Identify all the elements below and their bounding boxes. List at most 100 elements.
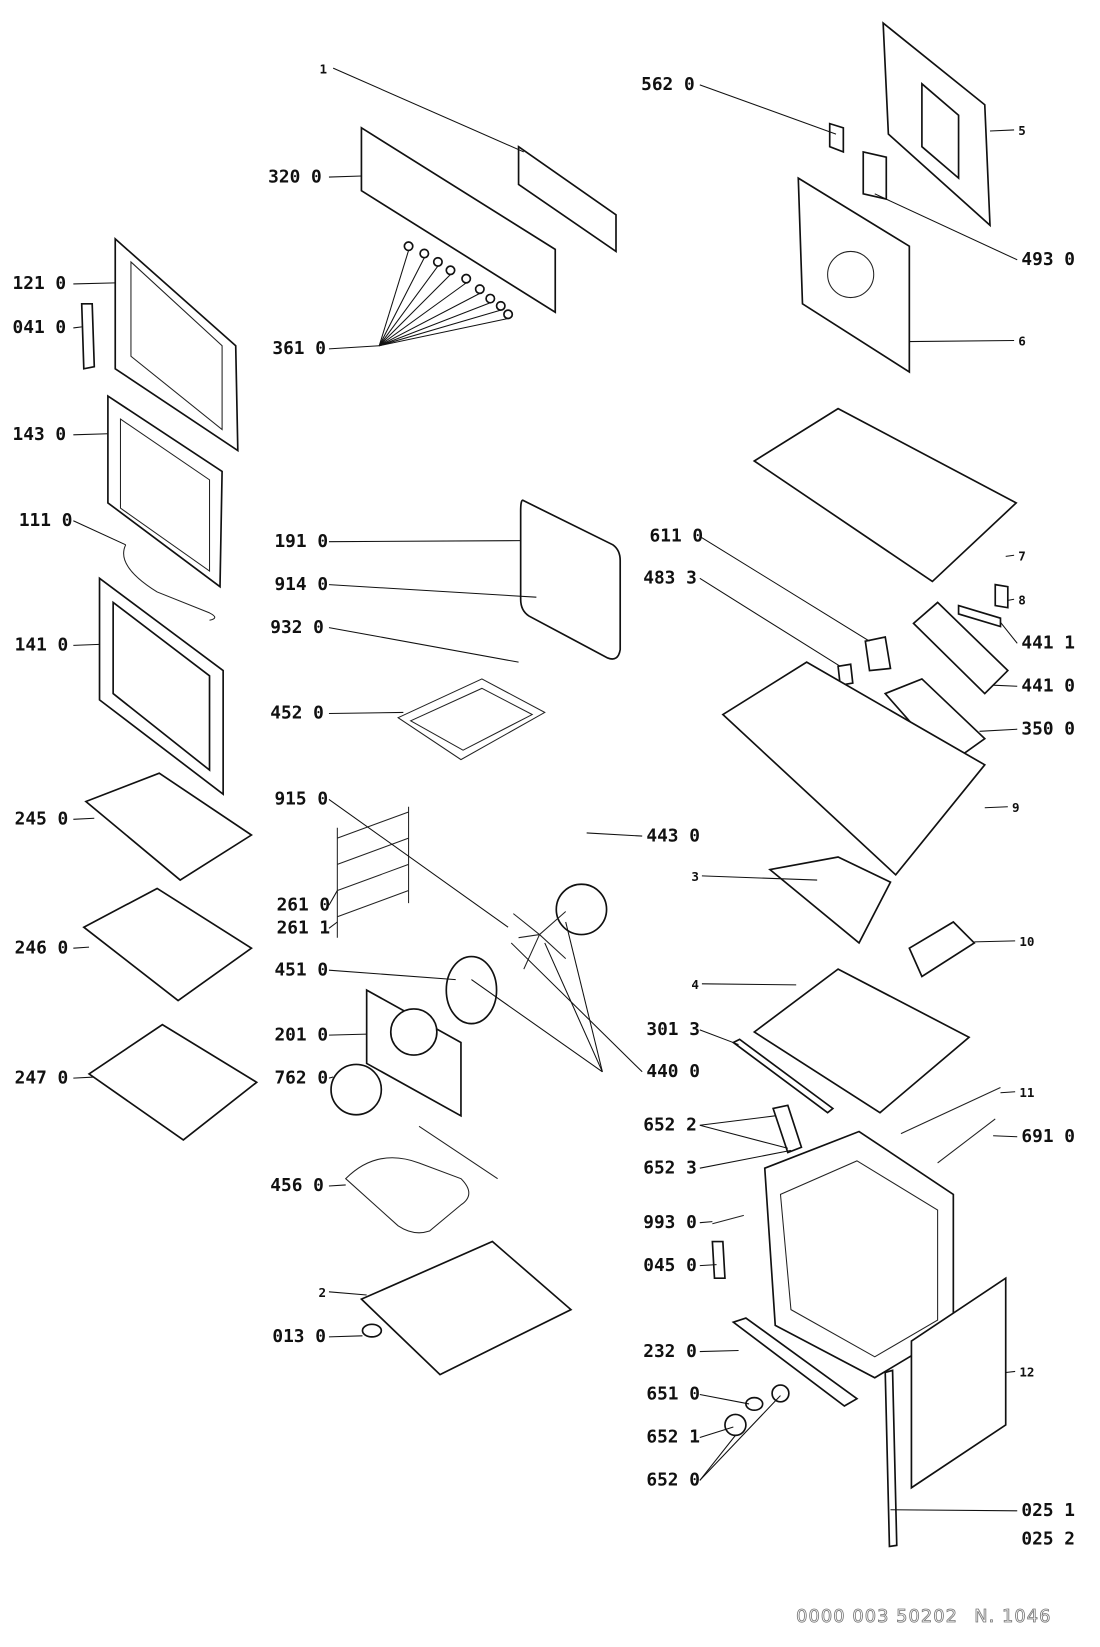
part-label: 440 0	[646, 1061, 700, 1082]
part-label: 483 3	[643, 568, 697, 589]
wire-rack-245	[84, 772, 253, 882]
part-label: 013 0	[272, 1326, 326, 1347]
door-gasket-191	[519, 499, 622, 660]
leader-line	[974, 940, 1016, 943]
fan-blade-440	[513, 911, 567, 970]
baking-tray-246	[82, 887, 253, 1002]
door-glass-121	[130, 260, 223, 431]
leader-line	[984, 806, 1008, 809]
knob-361	[461, 273, 472, 284]
part-label: 762 0	[274, 1067, 328, 1088]
part-label: 025 2	[1021, 1528, 1075, 1549]
leader-line	[328, 627, 519, 663]
leader-line	[328, 540, 521, 543]
grill-element-452	[397, 678, 546, 761]
leader-line	[699, 84, 837, 135]
part-label: 261 1	[277, 918, 331, 939]
leader-line	[328, 921, 338, 929]
leader-line	[701, 875, 818, 881]
leader-line	[699, 577, 841, 667]
leader-line	[73, 643, 100, 646]
strip-301	[731, 1038, 835, 1114]
part-label: 201 0	[274, 1024, 328, 1045]
fan-motor-443	[555, 883, 608, 936]
control-panel-320	[360, 126, 557, 314]
part-label: 932 0	[270, 617, 324, 638]
part-label: 914 0	[274, 574, 328, 595]
part-label: 4	[691, 977, 699, 992]
part-label: 1	[320, 61, 328, 76]
bottom-plate-2	[359, 1240, 573, 1376]
lamp-651	[745, 1396, 764, 1412]
clip-8	[994, 583, 1009, 609]
leader-line	[909, 339, 1015, 343]
leader-line	[328, 1184, 346, 1187]
leader-line	[699, 1349, 739, 1353]
leader-line	[989, 129, 1015, 132]
baking-tray-247	[87, 1023, 259, 1141]
leader-line	[699, 1264, 717, 1267]
part-label: 10	[1019, 934, 1034, 949]
leader-line	[73, 282, 116, 285]
part-label: 2	[318, 1285, 326, 1300]
leader-line	[328, 1335, 363, 1338]
door-hinge-041	[80, 302, 96, 370]
switch-652	[772, 1104, 803, 1154]
part-label: 245 0	[15, 809, 69, 830]
part-label: 9	[1012, 800, 1020, 815]
tray-3	[768, 856, 892, 945]
tangential-fan-441	[912, 601, 1010, 695]
part-label: 247 0	[15, 1067, 69, 1088]
leader-line	[328, 890, 338, 906]
leader-line	[328, 345, 380, 350]
knob-361	[485, 293, 496, 304]
part-label: 6	[1018, 334, 1026, 349]
switch-493	[862, 150, 888, 201]
knob-361	[474, 284, 485, 295]
part-label: 652 0	[646, 1470, 700, 1491]
leader-line	[73, 326, 82, 329]
rod-691	[937, 1118, 996, 1164]
foot-013	[361, 1323, 383, 1338]
door-seal-111	[123, 544, 216, 621]
part-label: 5	[1018, 123, 1026, 138]
part-label: 651 0	[646, 1384, 700, 1405]
part-label: 562 0	[641, 74, 695, 95]
part-label: 611 0	[650, 526, 704, 547]
part-label: 652 1	[646, 1427, 700, 1448]
leader-line	[73, 433, 108, 436]
leader-line	[1007, 598, 1015, 601]
leader-line	[890, 1509, 1018, 1512]
lamp-holder-652	[771, 1384, 790, 1403]
part-label: 041 0	[13, 317, 67, 338]
part-label: 143 0	[13, 424, 67, 445]
side-panel-12	[910, 1276, 1007, 1490]
part-label: 691 0	[1021, 1126, 1075, 1147]
outer-window-141	[112, 600, 211, 772]
hinge-045	[711, 1240, 726, 1280]
part-label: 261 0	[277, 894, 331, 915]
part-label: 025 1	[1021, 1500, 1075, 1521]
knob-361	[495, 300, 506, 311]
part-label: 443 0	[646, 825, 700, 846]
part-label: 246 0	[15, 937, 69, 958]
leader-line	[699, 1426, 734, 1438]
leader-line	[73, 946, 90, 949]
bracket-562	[828, 122, 845, 154]
fan-grille-201	[389, 1008, 438, 1056]
leader-line	[332, 67, 525, 153]
leader-line	[328, 798, 509, 928]
leader-line	[699, 1395, 781, 1481]
leader-line	[699, 1115, 776, 1126]
part-label: 652 2	[643, 1114, 697, 1135]
leader-line	[586, 832, 643, 837]
leader-line	[73, 520, 126, 546]
leader-line	[993, 1135, 1018, 1138]
knob-361	[445, 265, 456, 276]
leader-line	[1005, 554, 1015, 557]
side-strip-025	[884, 1369, 898, 1548]
leader-line	[993, 684, 1018, 687]
part-label: 8	[1018, 593, 1026, 608]
